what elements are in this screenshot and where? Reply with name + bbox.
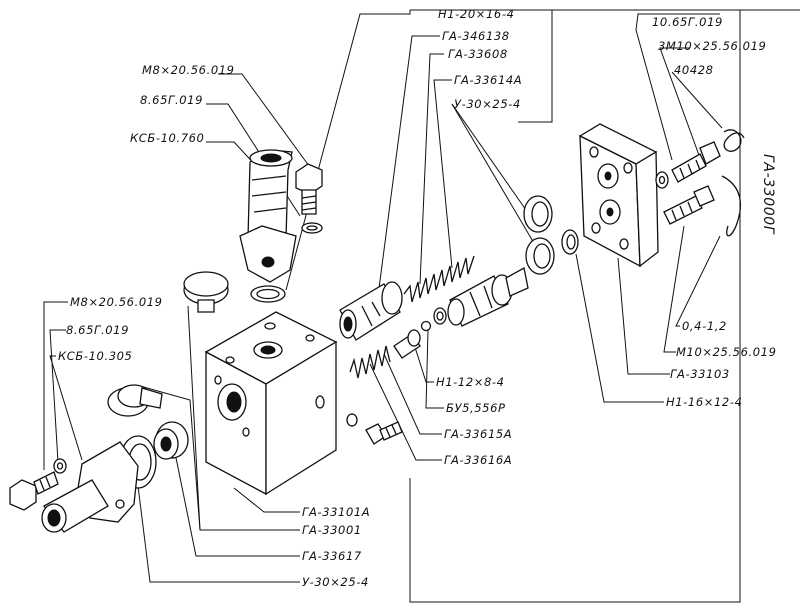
label-ring-u30-top: У-30×25-4	[454, 97, 521, 111]
label-washer-left: 8.65Г.019	[66, 323, 129, 337]
bolt-small-lower	[365, 421, 403, 445]
label-wire-40428: 40428	[674, 63, 714, 77]
label-wire-04: 0,4-1,2	[682, 319, 727, 333]
label-washer-top: 8.65Г.019	[140, 93, 203, 107]
ring-h1-12	[433, 307, 447, 325]
label-fitting-top: КСБ-10.760	[130, 131, 204, 145]
label-body-33101a: ГА-33101А	[302, 505, 370, 519]
bolt-m10	[663, 185, 715, 225]
fitting-top-ksb-10760	[239, 149, 297, 283]
ring-h1-16	[561, 229, 579, 255]
spring-ga-33614a	[403, 255, 475, 303]
label-sleeve-33608: ГА-33608	[448, 47, 508, 61]
ring-u30-top-a	[523, 195, 553, 233]
label-ball: БУ5,556Р	[446, 401, 506, 415]
bolt-m8-top	[295, 163, 323, 215]
part-labels: ГА-33000Г M8×20.56.019 8.65Г.019 КСБ-10.…	[58, 7, 777, 589]
washer-small-lower	[346, 413, 358, 427]
lock-wire-40428	[721, 129, 745, 237]
leader-lines	[43, 9, 800, 603]
sleeve-ga-33608	[447, 266, 529, 327]
label-bushing-33617: ГА-33617	[302, 549, 362, 563]
label-spring-33614a: ГА-33614А	[454, 73, 522, 87]
label-plug-33001: ГА-33001	[302, 523, 362, 537]
label-ring-u30-bottom: У-30×25-4	[302, 575, 369, 589]
label-assembly: ГА-33000Г	[760, 154, 776, 235]
label-bolt-3m10: 3М10×25.56.019	[658, 39, 766, 53]
label-ring-h1-12: Н1-12×8-4	[436, 375, 505, 389]
ball-bu5556r	[420, 320, 432, 332]
plug-knob-left	[107, 384, 163, 417]
label-bolt-m10: М10×25.56.019	[676, 345, 777, 359]
washer-8-top	[301, 222, 323, 234]
flange-ga-33103	[578, 123, 659, 268]
piston-ga-33616a	[393, 329, 421, 359]
valve-ga-346138	[339, 281, 403, 341]
label-ring-h1-16: Н1-16×12-4	[666, 395, 742, 409]
spring-ga-33615a	[349, 345, 391, 379]
label-flange-33103: ГА-33103	[670, 367, 730, 381]
valve-body-ga-33101a	[204, 311, 338, 496]
washer-8-left	[53, 458, 67, 474]
washer-10	[655, 171, 669, 189]
ring-u30-top-b	[525, 237, 555, 275]
label-m8-bolt-top: M8×20.56.019	[142, 63, 235, 77]
label-spring-33615a: ГА-33615А	[444, 427, 512, 441]
fitting-left-ksb-10305	[41, 441, 139, 533]
plug-knob-top	[183, 271, 229, 313]
label-valve-346138: ГА-346138	[442, 29, 510, 43]
bushing-ga-33617	[153, 421, 189, 460]
bolt-3m10	[671, 141, 721, 183]
bolt-m8-left	[9, 471, 59, 511]
label-m8-bolt-left: M8×20.56.019	[70, 295, 163, 309]
label-fitting-left: КСБ-10.305	[58, 349, 132, 363]
ring-h1-20	[250, 285, 286, 303]
label-washer-10: 10.65Г.019	[652, 15, 723, 29]
label-spring-33616a: ГА-33616А	[444, 453, 512, 467]
label-ring-h1-20: Н1-20×16-4	[438, 7, 514, 21]
